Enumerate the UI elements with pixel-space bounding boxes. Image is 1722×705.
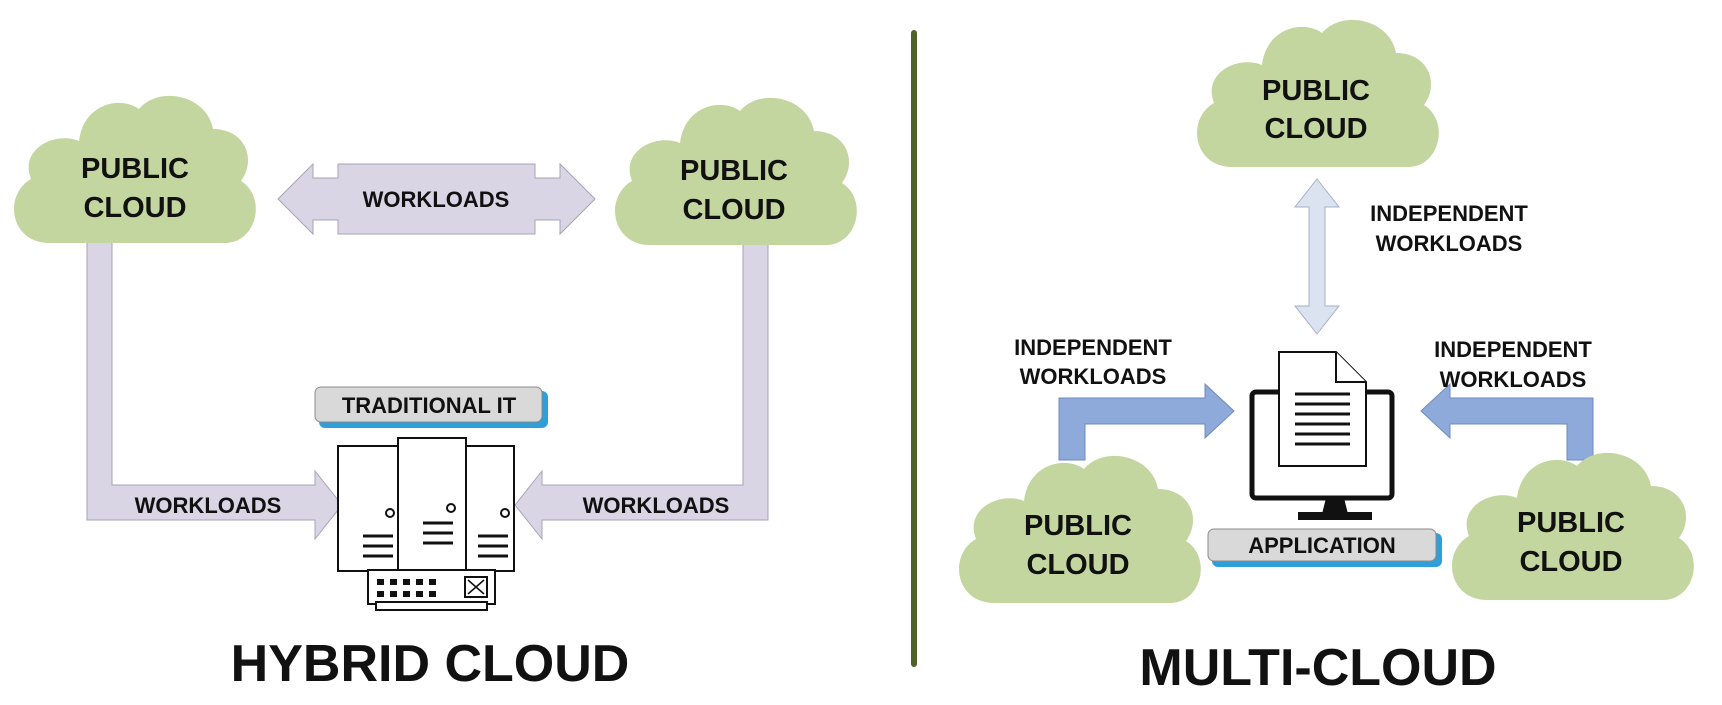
top-label-line1: INDEPENDENT bbox=[1370, 201, 1528, 226]
application-tag bbox=[1207, 528, 1442, 567]
cloud-label-line1: PUBLIC bbox=[81, 153, 189, 185]
left-workloads-connector bbox=[86, 234, 343, 541]
top-independent-workloads-arrow bbox=[1293, 178, 1341, 335]
left-workloads-label: WORKLOADS bbox=[135, 493, 282, 518]
multi-cloud-section: INDEPENDENT WORKLOADS INDEPENDENT WORKLO… bbox=[959, 19, 1694, 697]
right-independent-workloads-arrow bbox=[1420, 382, 1594, 461]
left-label-line2: WORKLOADS bbox=[1020, 364, 1167, 389]
traditional-it-label: TRADITIONAL IT bbox=[342, 393, 517, 418]
application-label: APPLICATION bbox=[1248, 533, 1395, 558]
right-label-line1: INDEPENDENT bbox=[1434, 337, 1592, 362]
right-workloads-connector bbox=[514, 234, 769, 541]
hybrid-cloud-title: HYBRID CLOUD bbox=[231, 635, 630, 693]
cloud-label-line2: CLOUD bbox=[682, 194, 785, 226]
top-workloads-label: WORKLOADS bbox=[363, 187, 510, 212]
server-rack-icon bbox=[337, 437, 515, 611]
traditional-it-tag bbox=[314, 386, 548, 428]
multi-cloud-title: MULTI-CLOUD bbox=[1139, 639, 1496, 697]
left-label-line1: INDEPENDENT bbox=[1014, 335, 1172, 360]
hybrid-cloud-section: WORKLOADS WORKLOADS WORKLOADS PUBLIC CLO… bbox=[14, 95, 857, 693]
cloud-label-line1: PUBLIC bbox=[1262, 75, 1370, 107]
right-workloads-label: WORKLOADS bbox=[583, 493, 730, 518]
cloud-label-line1: PUBLIC bbox=[1024, 510, 1132, 542]
right-label-line2: WORKLOADS bbox=[1440, 367, 1587, 392]
cloud-label-line2: CLOUD bbox=[83, 192, 186, 224]
top-workloads-arrow bbox=[277, 162, 596, 236]
top-label-line2: WORKLOADS bbox=[1376, 231, 1523, 256]
cloud-label-line2: CLOUD bbox=[1519, 546, 1622, 578]
cloud-label-line2: CLOUD bbox=[1026, 549, 1129, 581]
cloud-label-line1: PUBLIC bbox=[1517, 507, 1625, 539]
cloud-label-line2: CLOUD bbox=[1264, 113, 1367, 145]
cloud-label-line1: PUBLIC bbox=[680, 155, 788, 187]
left-independent-workloads-arrow bbox=[1058, 382, 1235, 461]
monitor-document-icon bbox=[1249, 351, 1395, 520]
